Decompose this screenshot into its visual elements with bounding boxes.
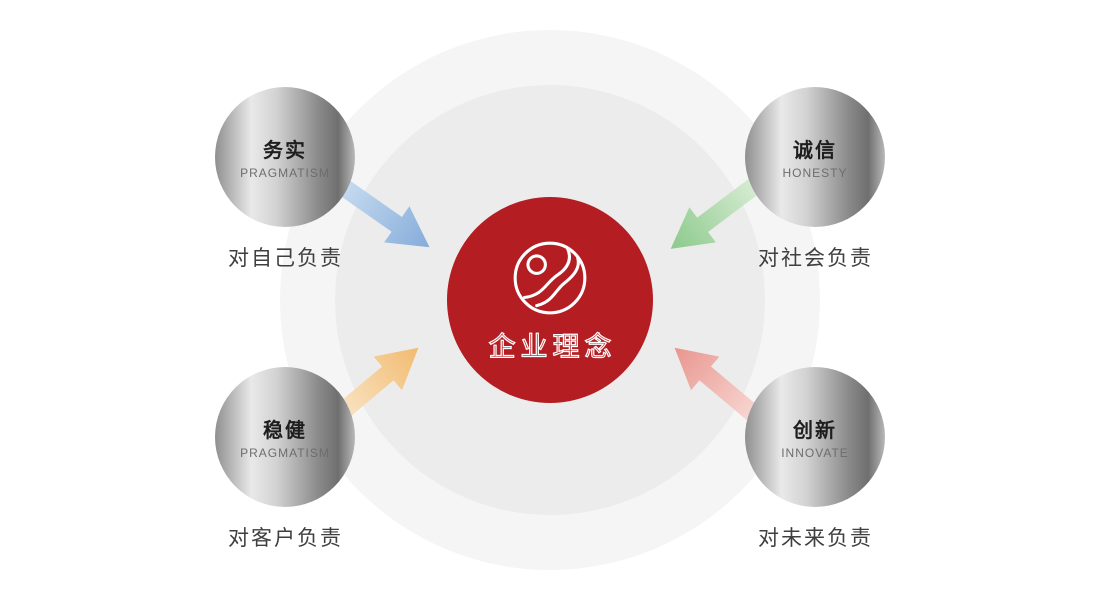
arrow-pragmatism-icon [327, 172, 430, 248]
caption-responsible-to-society: 对社会负责 [758, 247, 873, 270]
node-steady: 稳健 PRAGMATISM [215, 367, 355, 507]
caption-responsible-to-self: 对自己负责 [228, 247, 343, 270]
node-innovate: 创新 INNOVATE [745, 367, 885, 507]
node-title-en: PRAGMATISM [240, 166, 330, 180]
arrow-honesty-icon [670, 170, 771, 249]
node-title-en: PRAGMATISM [240, 446, 330, 460]
node-title-en: INNOVATE [781, 446, 849, 460]
node-title-zh: 诚信 [793, 140, 837, 162]
center-circle: 企业理念 [447, 197, 653, 403]
caption-responsible-to-customers: 对客户负责 [228, 527, 343, 550]
node-title-zh: 稳健 [263, 420, 307, 442]
node-title-zh: 务实 [263, 140, 307, 162]
node-title-zh: 创新 [793, 420, 837, 442]
center-title: 企业理念 [488, 331, 617, 362]
caption-responsible-to-future: 对未来负责 [758, 527, 873, 550]
node-honesty: 诚信 HONESTY [745, 87, 885, 227]
arrow-innovate-icon [674, 347, 771, 431]
company-logo-icon [513, 241, 587, 314]
node-pragmatism: 务实 PRAGMATISM [215, 87, 355, 227]
node-title-en: HONESTY [782, 166, 848, 180]
